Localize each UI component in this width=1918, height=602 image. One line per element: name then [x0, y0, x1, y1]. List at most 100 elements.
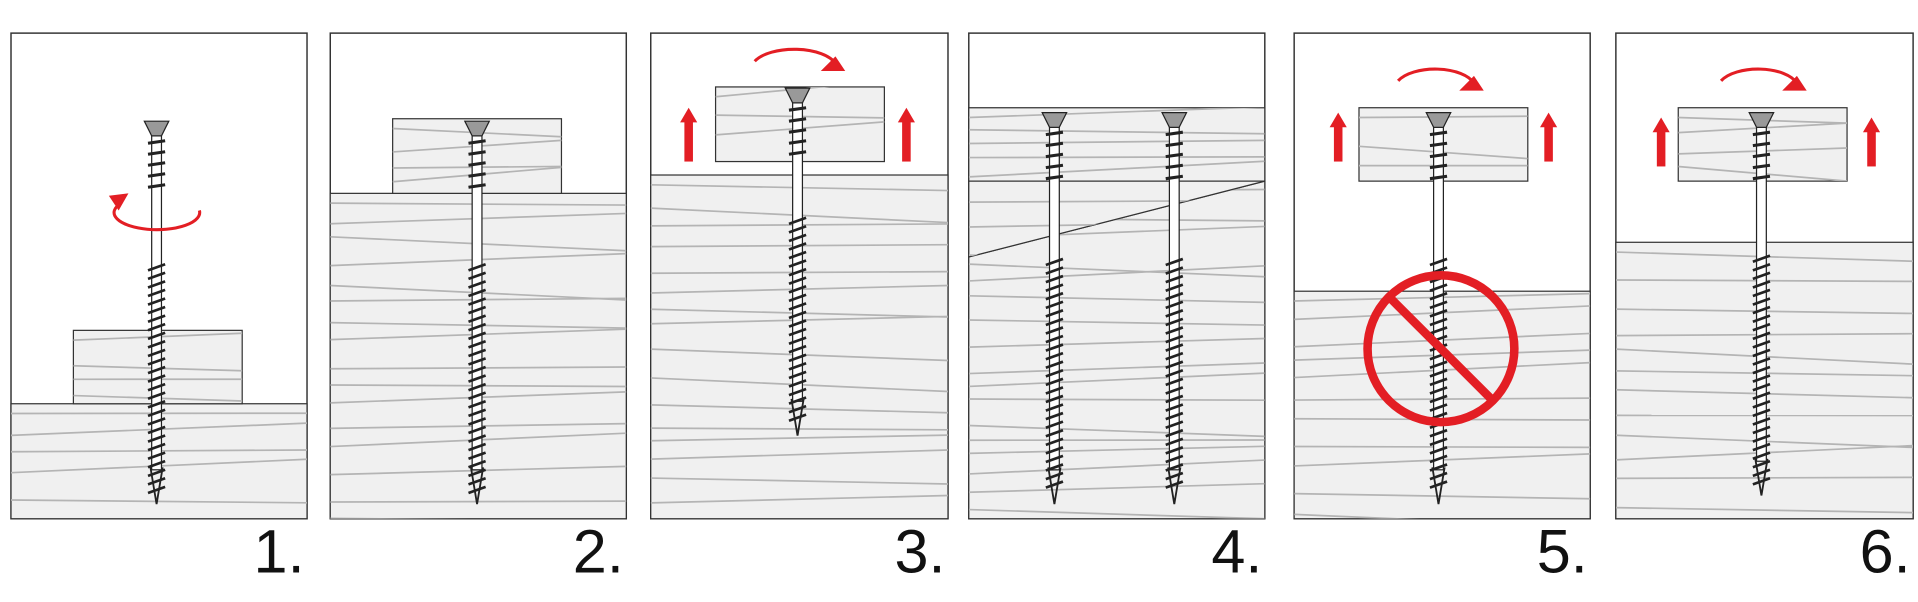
thread [1429, 428, 1448, 438]
thread [468, 331, 487, 341]
thread [1752, 399, 1771, 409]
thread [468, 322, 487, 332]
thread [1752, 348, 1771, 358]
thread [1165, 274, 1184, 284]
rotate-arrow-icon [1719, 67, 1807, 91]
thread [788, 267, 807, 277]
thread [788, 216, 807, 226]
thread [1752, 280, 1771, 289]
thread [1752, 297, 1771, 306]
thread [147, 288, 166, 298]
step-label-4: 4. [1211, 518, 1262, 586]
thread [468, 374, 487, 383]
step-label-5: 5. [1537, 518, 1588, 586]
thread [1165, 300, 1184, 310]
thread [147, 417, 166, 426]
thread [1045, 326, 1064, 335]
screw-tip [1754, 458, 1769, 496]
rotate-arrow-icon [108, 193, 202, 232]
thread [788, 284, 807, 294]
grain-line [1615, 506, 1914, 514]
thread [1165, 394, 1184, 404]
grain-line [968, 264, 1265, 282]
head-thread [468, 150, 486, 156]
thread [468, 459, 487, 469]
thread [1045, 480, 1064, 489]
head-thread [1045, 130, 1064, 137]
thread [1165, 368, 1184, 378]
diagram-art [10, 32, 1914, 520]
screw-head [1161, 112, 1188, 128]
thread [1165, 266, 1184, 275]
thread [1429, 317, 1448, 327]
thread [147, 340, 166, 349]
grain-line [968, 482, 1265, 494]
head-thread [788, 117, 807, 123]
base-board [968, 180, 1266, 520]
thread [147, 357, 166, 366]
head-thread [1752, 130, 1771, 137]
head-thread [1045, 174, 1064, 181]
thread [1045, 300, 1064, 310]
thread [1752, 382, 1771, 392]
screw [1041, 112, 1068, 505]
arrow-head [1329, 112, 1347, 128]
arrow-head [897, 107, 915, 123]
grain-line [968, 294, 1265, 304]
thread [1752, 408, 1771, 418]
thread [1045, 386, 1064, 395]
thread [1045, 437, 1064, 447]
head-thread [1165, 163, 1184, 170]
grain-line [968, 508, 1265, 519]
thread [1165, 428, 1184, 438]
arrow-shaft [1333, 124, 1343, 162]
thread [1045, 428, 1064, 438]
thread [147, 348, 166, 358]
thread [1165, 454, 1184, 464]
screw [463, 120, 491, 505]
thread [1752, 340, 1771, 349]
screw [143, 120, 170, 505]
screw-head [784, 87, 811, 104]
thread [1752, 417, 1771, 426]
screw [1161, 112, 1188, 505]
thread [468, 348, 487, 358]
screw-tip [790, 398, 805, 436]
head-thread [1045, 141, 1064, 148]
thread [1752, 451, 1771, 460]
screw-head [1425, 112, 1452, 128]
thread [1165, 291, 1184, 301]
head-thread [468, 139, 486, 145]
thread [1429, 403, 1448, 412]
thread [788, 413, 807, 423]
step-label-6: 6. [1860, 518, 1911, 586]
grain-line [968, 372, 1265, 388]
thread [1165, 377, 1184, 387]
thread [788, 293, 807, 303]
screw-head [143, 120, 170, 137]
grain-line [968, 128, 1265, 135]
head-thread [1165, 130, 1184, 137]
thread [1165, 326, 1184, 335]
head-thread [1752, 141, 1771, 148]
thread [147, 331, 166, 341]
thread [468, 288, 487, 298]
thread [1045, 291, 1064, 301]
head-thread [468, 161, 486, 167]
thread [468, 408, 487, 418]
head-thread [147, 183, 166, 189]
grain-line [968, 319, 1265, 326]
screw-head [463, 120, 491, 137]
thread [1045, 454, 1064, 464]
thread [1045, 368, 1064, 378]
head-thread [1752, 174, 1771, 181]
screw [1425, 112, 1452, 505]
thread [468, 442, 487, 452]
thread [1165, 403, 1184, 412]
thread [1752, 288, 1771, 298]
head-thread [468, 183, 486, 189]
screw-tip [1431, 467, 1446, 505]
arrow-shaft [684, 119, 693, 162]
thread [1752, 434, 1771, 443]
